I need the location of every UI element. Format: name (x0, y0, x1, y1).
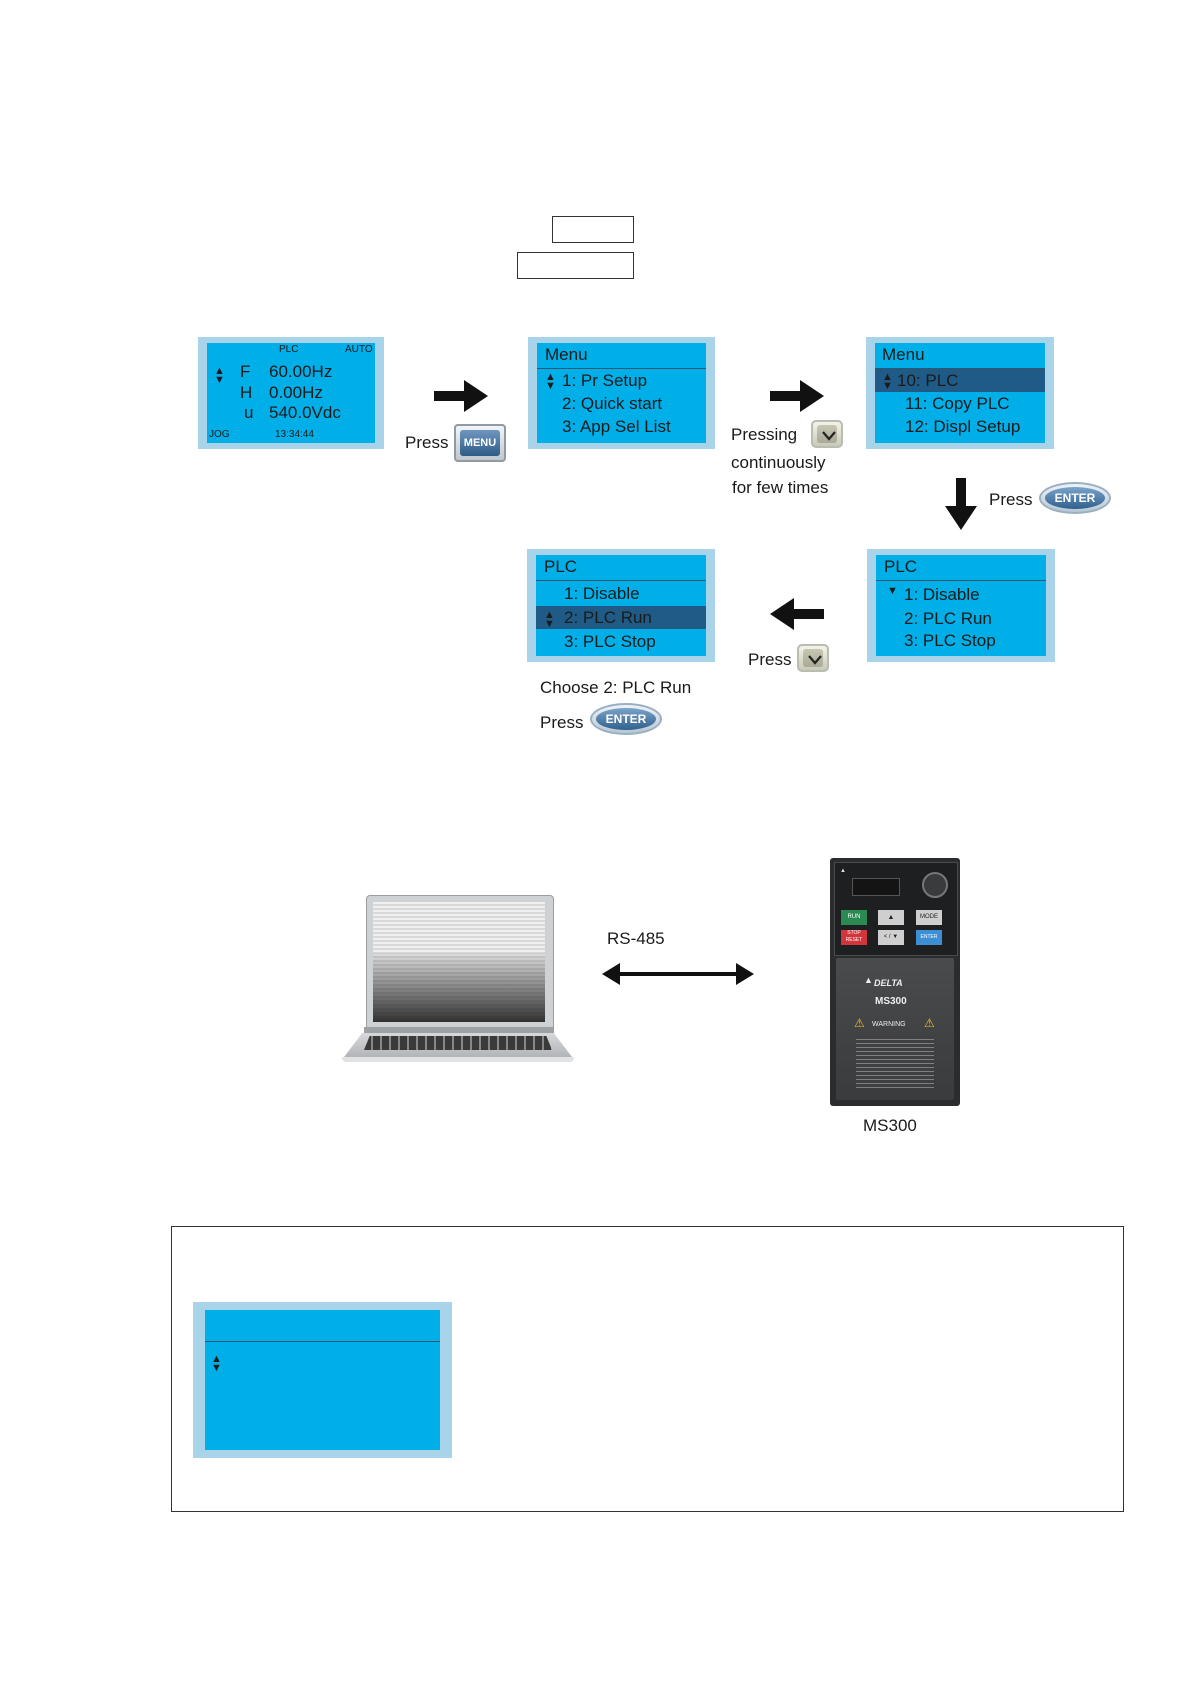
lcd-plc-2: PLC ▼ 1: Disable 2: PLC Run 3: PLC Stop (867, 549, 1055, 662)
lcd-main-display: PLC AUTO ▲▼ F 60.00Hz H 0.00Hz u 540.0Vd… (198, 337, 384, 449)
down-arrow-icon: ▼ (887, 585, 898, 597)
warning-icon: ⚠ (854, 1016, 865, 1030)
press-enter-label: Press (540, 713, 584, 732)
indicator-plc: PLC (279, 344, 299, 355)
up-button-label: ▲ (887, 914, 895, 921)
menu-item: 12: Displ Setup (905, 417, 1021, 436)
row-value-h: 0.00Hz (269, 383, 323, 402)
shift-down-button-label: < / ▼ (883, 934, 899, 940)
stop-reset-button-label: STOP RESET (845, 930, 863, 943)
clock-time: 13:34:44 (275, 429, 314, 440)
lcd-menu-1: Menu ▲▼ 1: Pr Setup 2: Quick start 3: Ap… (528, 337, 715, 449)
up-down-arrow-icon: ▲▼ (211, 1353, 222, 1374)
menu-item: 11: Copy PLC (905, 394, 1010, 413)
enter-key[interactable]: ENTER (1039, 482, 1111, 514)
bottom-frame (171, 1226, 1124, 1512)
row-value-f: 60.00Hz (269, 362, 333, 381)
warning-icon: ⚠ (924, 1016, 935, 1030)
up-button[interactable]: ▲ (878, 910, 904, 925)
arrow-right-icon (434, 380, 488, 412)
menu-item-selected: 10: PLC (897, 371, 959, 390)
press-down-label: Press (748, 650, 792, 669)
plc-item: 1: Disable (564, 584, 640, 603)
up-down-arrow-icon: ▲▼ (544, 609, 555, 630)
shift-down-button[interactable]: < / ▼ (878, 930, 904, 945)
blank-box-2 (517, 252, 634, 279)
enter-key-label: ENTER (1045, 487, 1105, 509)
pressing-label: Pressing (731, 425, 798, 444)
plc-item: 1: Disable (904, 585, 980, 604)
enter-key-label: ENTER (596, 708, 656, 730)
menu-item: 3: App Sel List (562, 417, 671, 436)
plc-item: 3: PLC Stop (564, 632, 656, 651)
menu-item: 1: Pr Setup (562, 371, 648, 390)
laptop-illustration (342, 893, 574, 1068)
up-down-arrow-icon: ▲▼ (214, 365, 225, 386)
plc-item-selected: 2: PLC Run (564, 608, 652, 627)
menu-title: Menu (882, 345, 925, 364)
drive-warning: WARNING (872, 1021, 906, 1028)
arrow-left-icon (770, 598, 824, 630)
press-enter-label: Press (989, 490, 1033, 509)
row-label-u: u (244, 403, 254, 422)
lcd-menu-2: Menu ▲▼ 10: PLC 11: Copy PLC 12: Displ S… (866, 337, 1054, 449)
lcd-blank: ▲▼ (193, 1302, 452, 1458)
chevron-down-icon (808, 655, 822, 665)
plc-item: 2: PLC Run (904, 609, 992, 628)
up-down-arrow-icon: ▲▼ (545, 371, 556, 392)
plc-title: PLC (544, 557, 578, 576)
rs485-label: RS-485 (607, 929, 665, 948)
plc-title: PLC (884, 557, 918, 576)
mode-button[interactable]: MODE (916, 910, 942, 925)
delta-logo-icon: ▲ (864, 975, 873, 985)
menu-title: Menu (545, 345, 588, 364)
plc-item: 3: PLC Stop (904, 631, 996, 650)
status-jog: JOG (209, 429, 230, 440)
indicator-auto: AUTO (345, 344, 373, 355)
row-value-u: 540.0Vdc (269, 403, 341, 422)
row-label-f: F (240, 362, 251, 381)
ms300-label: MS300 (863, 1116, 917, 1135)
ms300-drive-illustration: ▲ RUN ▲ MODE STOP RESET < / ▼ ENTER DELT… (830, 858, 960, 1106)
enter-button[interactable]: ENTER (916, 930, 942, 945)
stop-reset-button[interactable]: STOP RESET (841, 930, 867, 945)
drive-brand: DELTA (874, 978, 903, 988)
delta-logo-icon: ▲ (840, 868, 846, 874)
arrow-down-icon (945, 478, 977, 530)
down-key[interactable] (811, 420, 843, 448)
choose-plc-run-label: Choose 2: PLC Run (540, 678, 692, 697)
drive-enter-label: ENTER (920, 934, 938, 940)
run-button[interactable]: RUN (841, 910, 867, 925)
lcd-plc-1: PLC 1: Disable ▲▼ 2: PLC Run 3: PLC Stop (527, 549, 715, 662)
mode-button-label: MODE (920, 914, 938, 920)
double-arrow-icon (602, 963, 754, 985)
arrow-right-icon (770, 380, 824, 412)
blank-box-1 (552, 216, 634, 243)
drive-model: MS300 (875, 996, 907, 1007)
menu-key-label: MENU (460, 430, 500, 456)
up-down-arrow-icon: ▲▼ (882, 371, 893, 392)
knob-icon (922, 872, 948, 898)
menu-item: 2: Quick start (562, 394, 663, 413)
chevron-down-icon (822, 431, 836, 441)
menu-key[interactable]: MENU (454, 424, 506, 462)
run-button-label: RUN (847, 914, 861, 920)
down-key[interactable] (797, 644, 829, 672)
continuously-label: continuously (731, 453, 826, 472)
enter-key[interactable]: ENTER (590, 703, 662, 735)
for-few-times-label: for few times (732, 478, 829, 497)
press-menu-label: Press (405, 433, 449, 452)
row-label-h: H (240, 383, 253, 402)
